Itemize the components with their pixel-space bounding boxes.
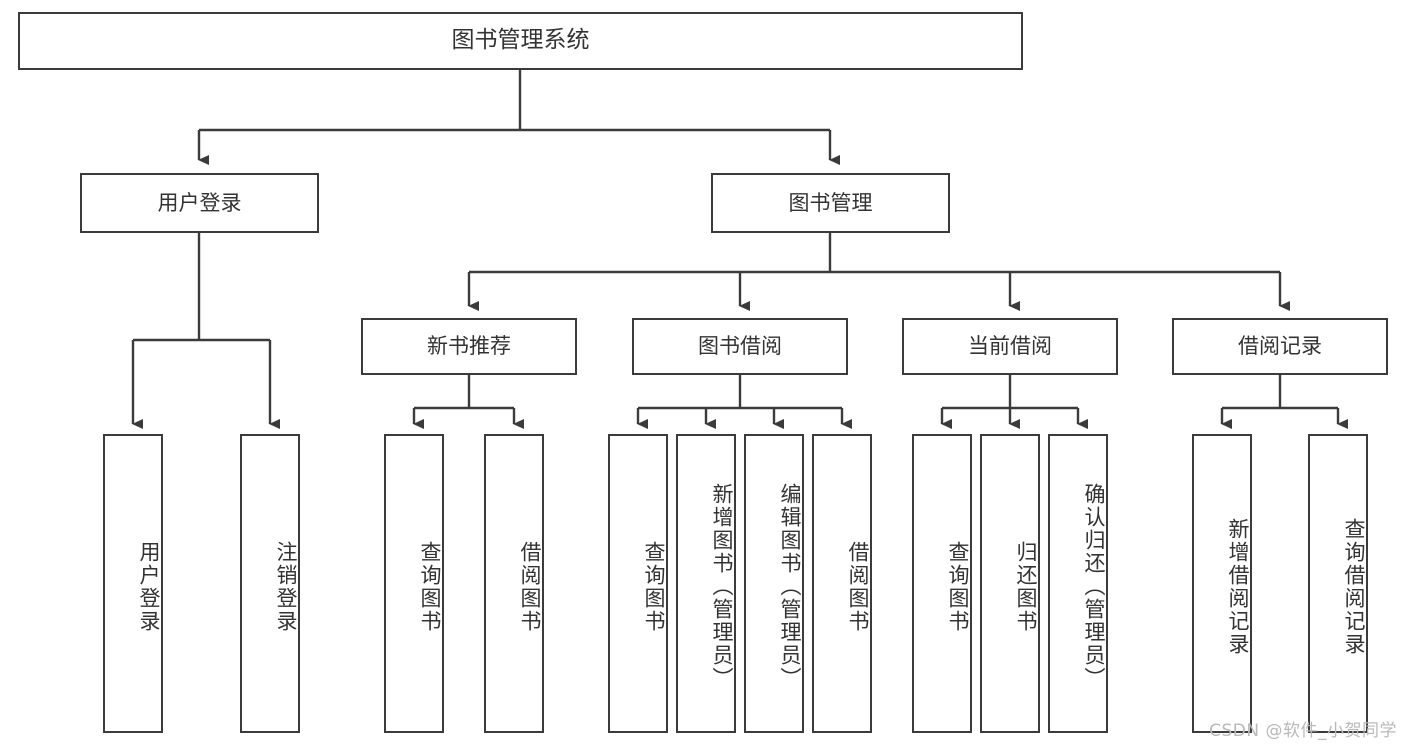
leaf-user-login-login[interactable]: 用户登录: [103, 434, 163, 733]
leaf-label: 归还图书: [1014, 540, 1038, 633]
leaf-new-book-query[interactable]: 查询图书: [384, 434, 444, 733]
leaf-label: 确认归还（管理员）: [1082, 483, 1106, 690]
node-root-system[interactable]: 图书管理系统: [18, 12, 1023, 70]
leaf-current-borrow-confirm-return[interactable]: 确认归还（管理员）: [1048, 434, 1108, 733]
node-user-login[interactable]: 用户登录: [80, 173, 319, 233]
leaf-borrow-record-add[interactable]: 新增借阅记录: [1192, 434, 1252, 733]
leaf-current-borrow-query[interactable]: 查询图书: [912, 434, 972, 733]
leaf-user-login-logout[interactable]: 注销登录: [240, 434, 300, 733]
leaf-label: 查询图书: [946, 540, 970, 633]
leaf-label: 用户登录: [137, 540, 161, 633]
leaf-borrow-record-query[interactable]: 查询借阅记录: [1308, 434, 1368, 733]
leaf-current-borrow-return[interactable]: 归还图书: [980, 434, 1040, 733]
leaf-label: 新增借阅记录: [1226, 517, 1250, 656]
leaf-label: 注销登录: [274, 540, 298, 633]
leaf-label: 查询借阅记录: [1342, 517, 1366, 656]
leaf-book-borrow-borrow[interactable]: 借阅图书: [812, 434, 872, 733]
leaf-label: 新增图书（管理员）: [710, 483, 734, 690]
node-current-borrow[interactable]: 当前借阅: [902, 318, 1118, 375]
node-book-borrow[interactable]: 图书借阅: [632, 318, 848, 375]
csdn-watermark: CSDN @软件_小贺同学: [1209, 721, 1397, 741]
node-borrow-record[interactable]: 借阅记录: [1172, 318, 1388, 375]
node-new-book-recommend[interactable]: 新书推荐: [361, 318, 577, 375]
node-book-management[interactable]: 图书管理: [711, 173, 950, 233]
leaf-book-borrow-edit[interactable]: 编辑图书（管理员）: [744, 434, 804, 733]
leaf-label: 查询图书: [642, 540, 666, 633]
leaf-label: 借阅图书: [846, 540, 870, 633]
leaf-label: 查询图书: [418, 540, 442, 633]
leaf-new-book-borrow[interactable]: 借阅图书: [484, 434, 544, 733]
leaf-book-borrow-query[interactable]: 查询图书: [608, 434, 668, 733]
leaf-label: 借阅图书: [518, 540, 542, 633]
leaf-label: 编辑图书（管理员）: [778, 483, 802, 690]
leaf-book-borrow-add[interactable]: 新增图书（管理员）: [676, 434, 736, 733]
